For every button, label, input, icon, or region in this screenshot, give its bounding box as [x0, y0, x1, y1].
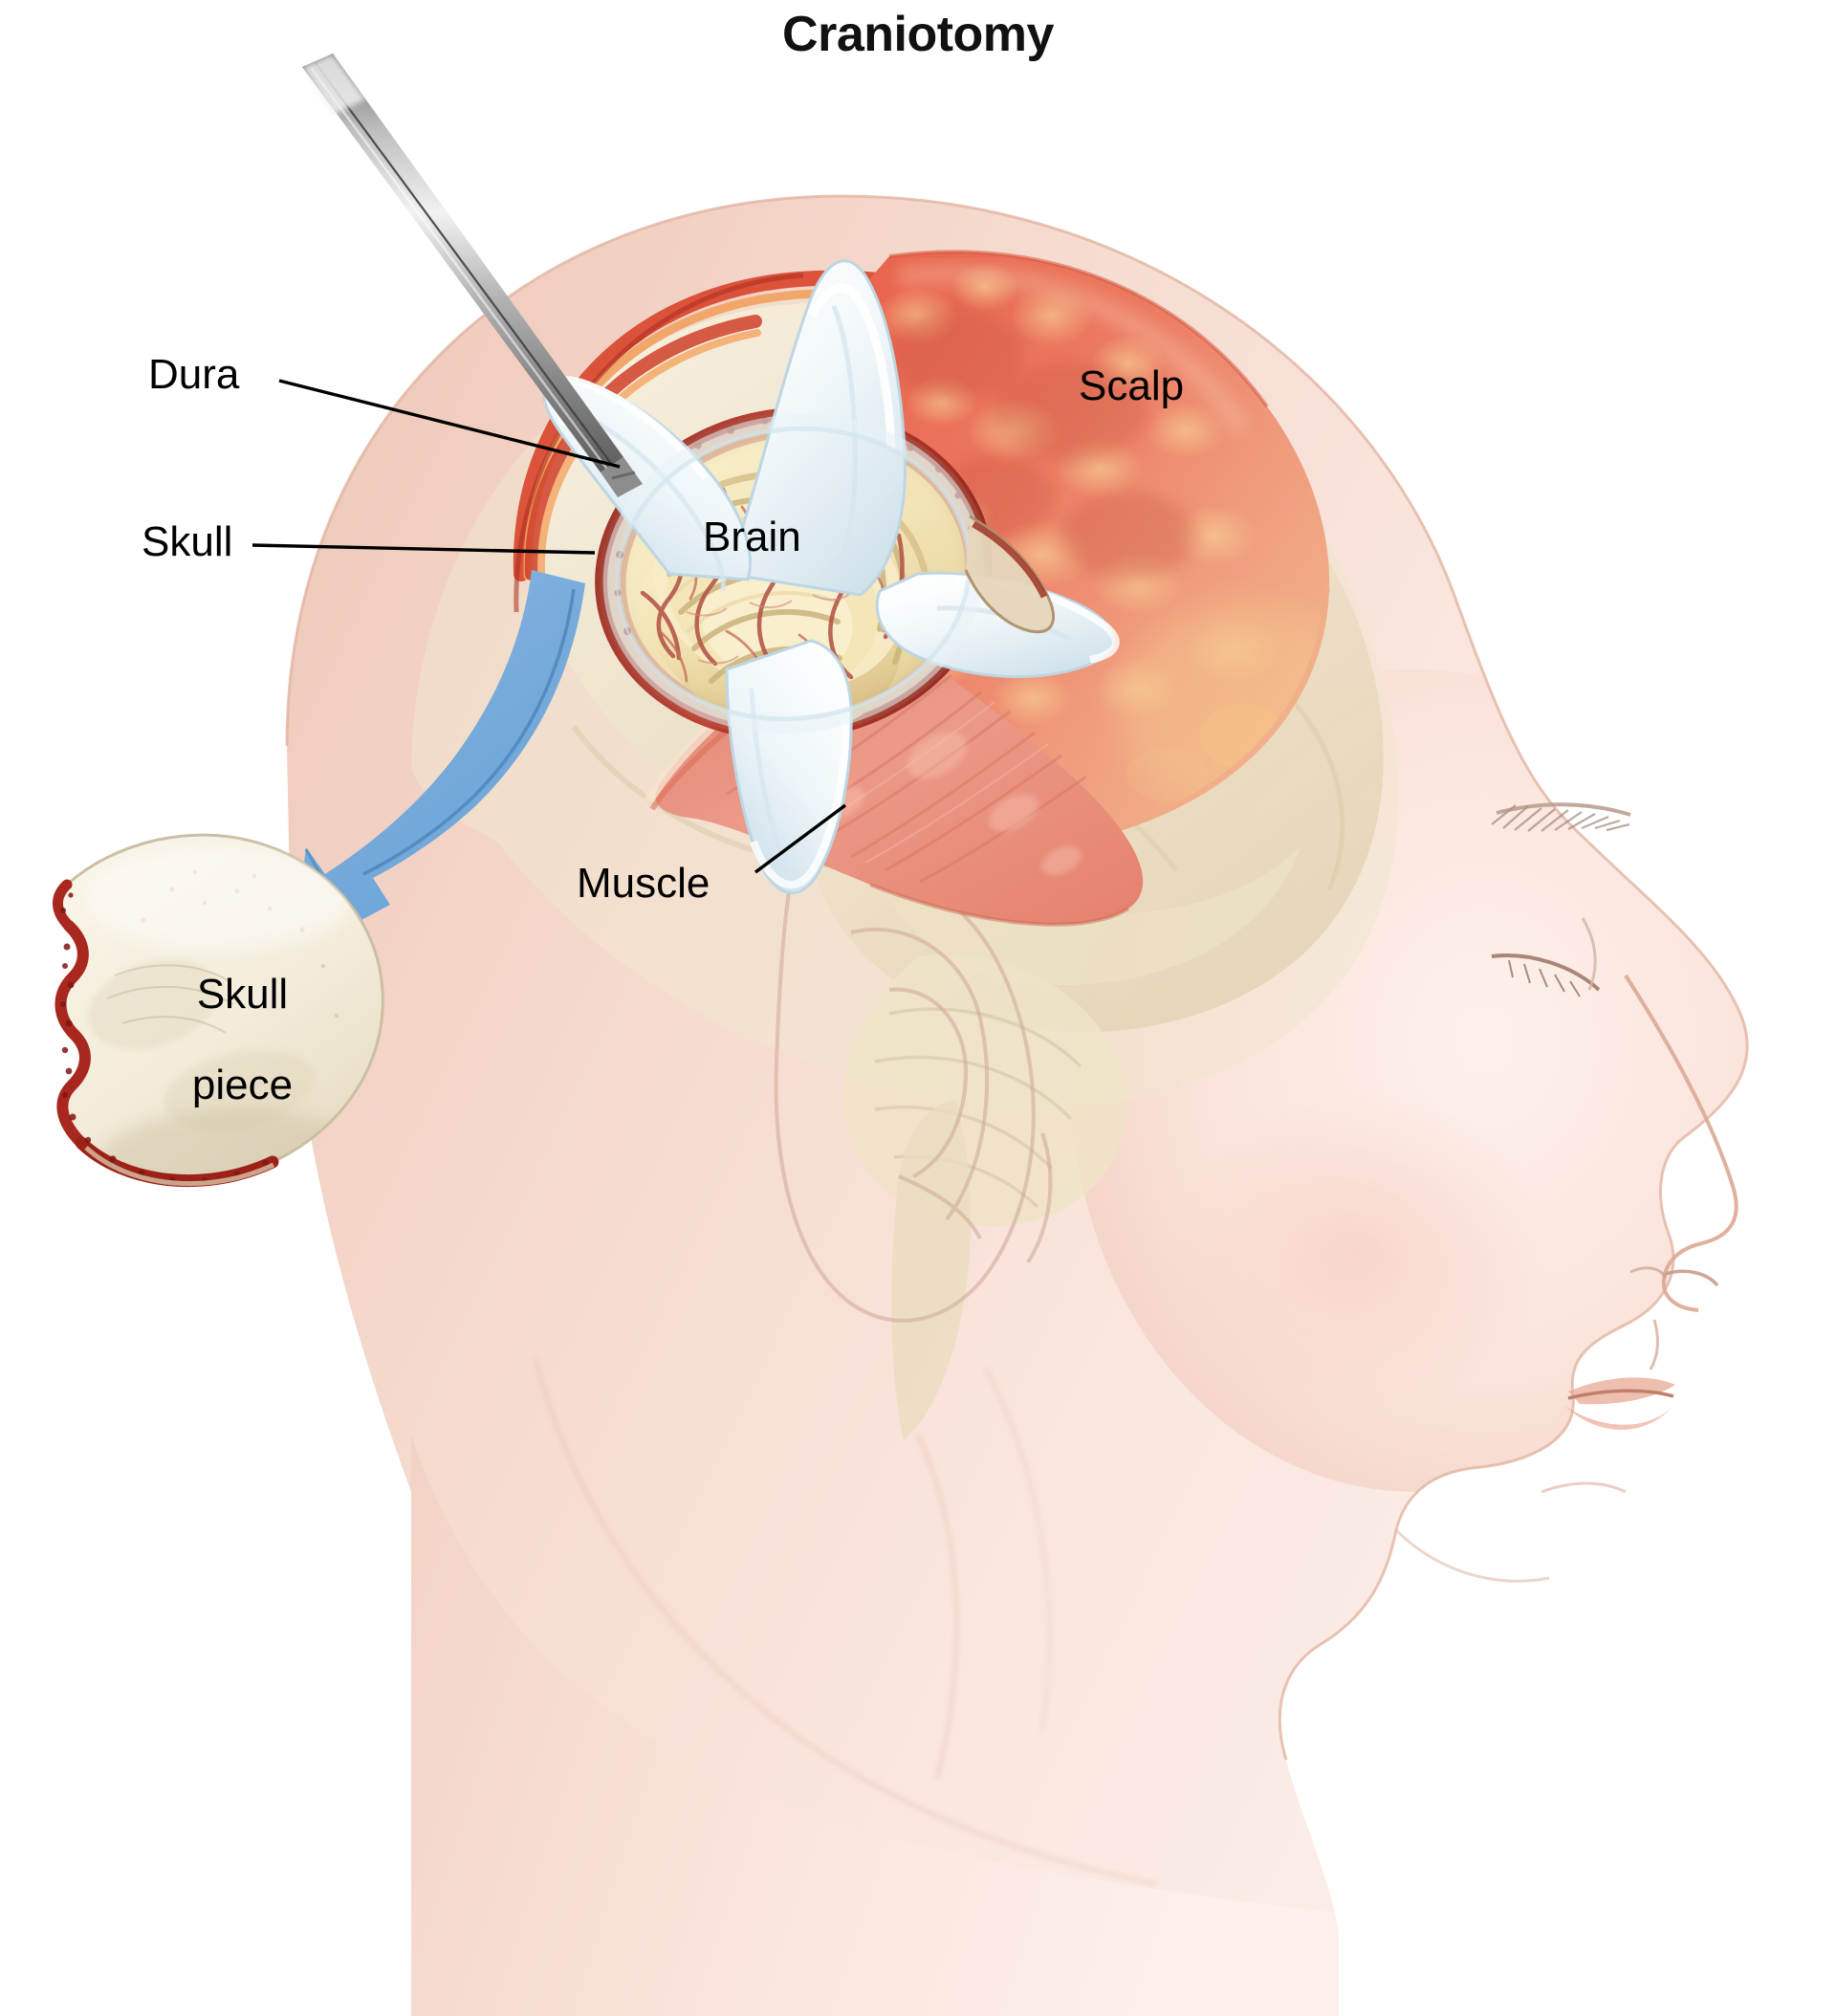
skull-piece-marrow-b	[55, 920, 89, 1041]
skull-piece-marrow-speckles	[60, 892, 269, 1184]
forceps-highlight	[302, 54, 365, 115]
sternocleidomastoid	[916, 1434, 959, 1780]
forceps	[302, 54, 643, 497]
skull-piece	[53, 833, 384, 1188]
ear-ghost	[774, 857, 1053, 1323]
facial-features	[1394, 802, 1738, 1583]
cheek-blush	[1167, 1090, 1549, 1415]
arrow-inner-line	[362, 588, 576, 876]
arrow-body	[293, 570, 585, 956]
leader-lines	[251, 379, 847, 874]
leader-muscle	[754, 803, 847, 874]
dura-flaps	[542, 259, 1120, 895]
neck-muscle-line	[983, 1367, 1052, 1732]
leader-skull	[251, 543, 596, 555]
head-outline	[285, 194, 1749, 1761]
neck-contour	[534, 1357, 1158, 1886]
bone-rim-notch	[964, 515, 1056, 634]
craniotomy-site	[513, 250, 1330, 927]
skull-piece-marrow-c	[56, 1029, 91, 1149]
neck	[402, 1435, 1339, 2016]
dura-flap-bottom	[725, 639, 853, 895]
bone-rim-notch-marrow	[972, 520, 1048, 599]
leader-dura	[278, 379, 621, 469]
forceps-seam	[315, 62, 613, 466]
